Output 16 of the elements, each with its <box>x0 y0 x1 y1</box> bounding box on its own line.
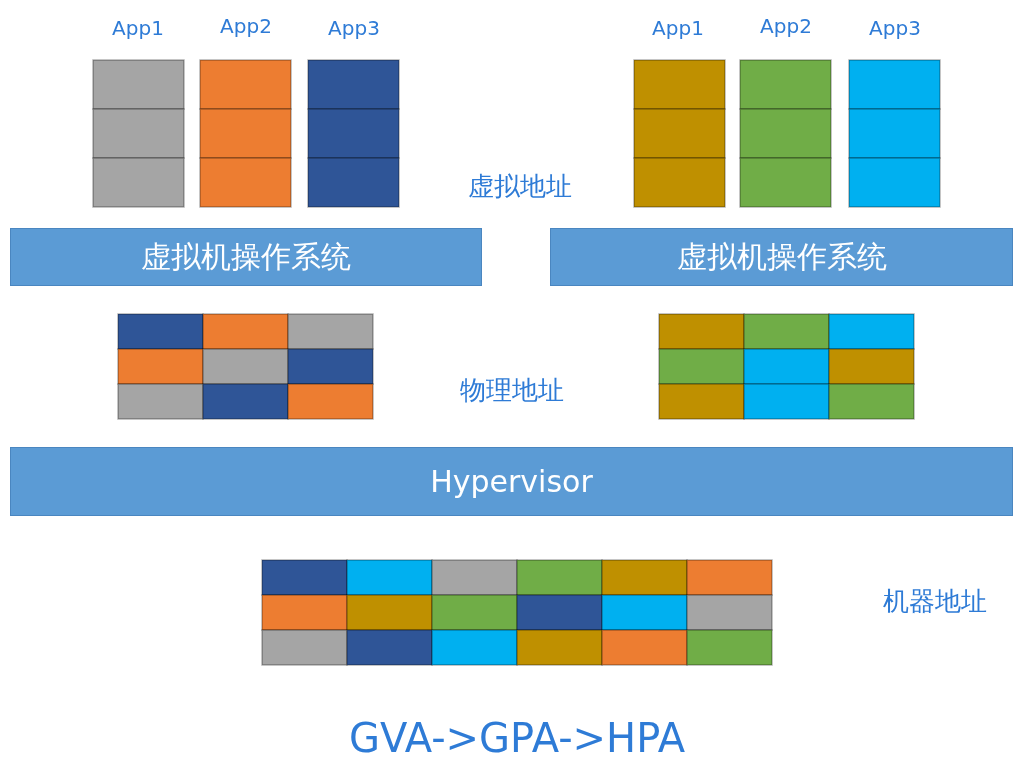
caption: GVA->GPA->HPA <box>348 715 686 760</box>
app-label: App2 <box>220 14 272 38</box>
address-label: 物理地址 <box>460 373 564 407</box>
layer-name: 虚拟机操作系统 <box>676 237 887 276</box>
layer-band <box>10 447 1013 516</box>
layer-band <box>550 228 1013 286</box>
address-label: 机器地址 <box>883 584 987 618</box>
app-label: App2 <box>760 14 812 38</box>
layer-name: 虚拟机操作系统 <box>141 237 351 276</box>
app-label: App1 <box>652 16 704 40</box>
address-label: 虚拟地址 <box>468 169 572 203</box>
layer-band <box>10 228 482 286</box>
app-label: App3 <box>328 16 380 40</box>
app-label: App1 <box>112 16 164 40</box>
layer-name: Hypervisor <box>430 464 593 499</box>
app-label: App3 <box>869 16 921 40</box>
